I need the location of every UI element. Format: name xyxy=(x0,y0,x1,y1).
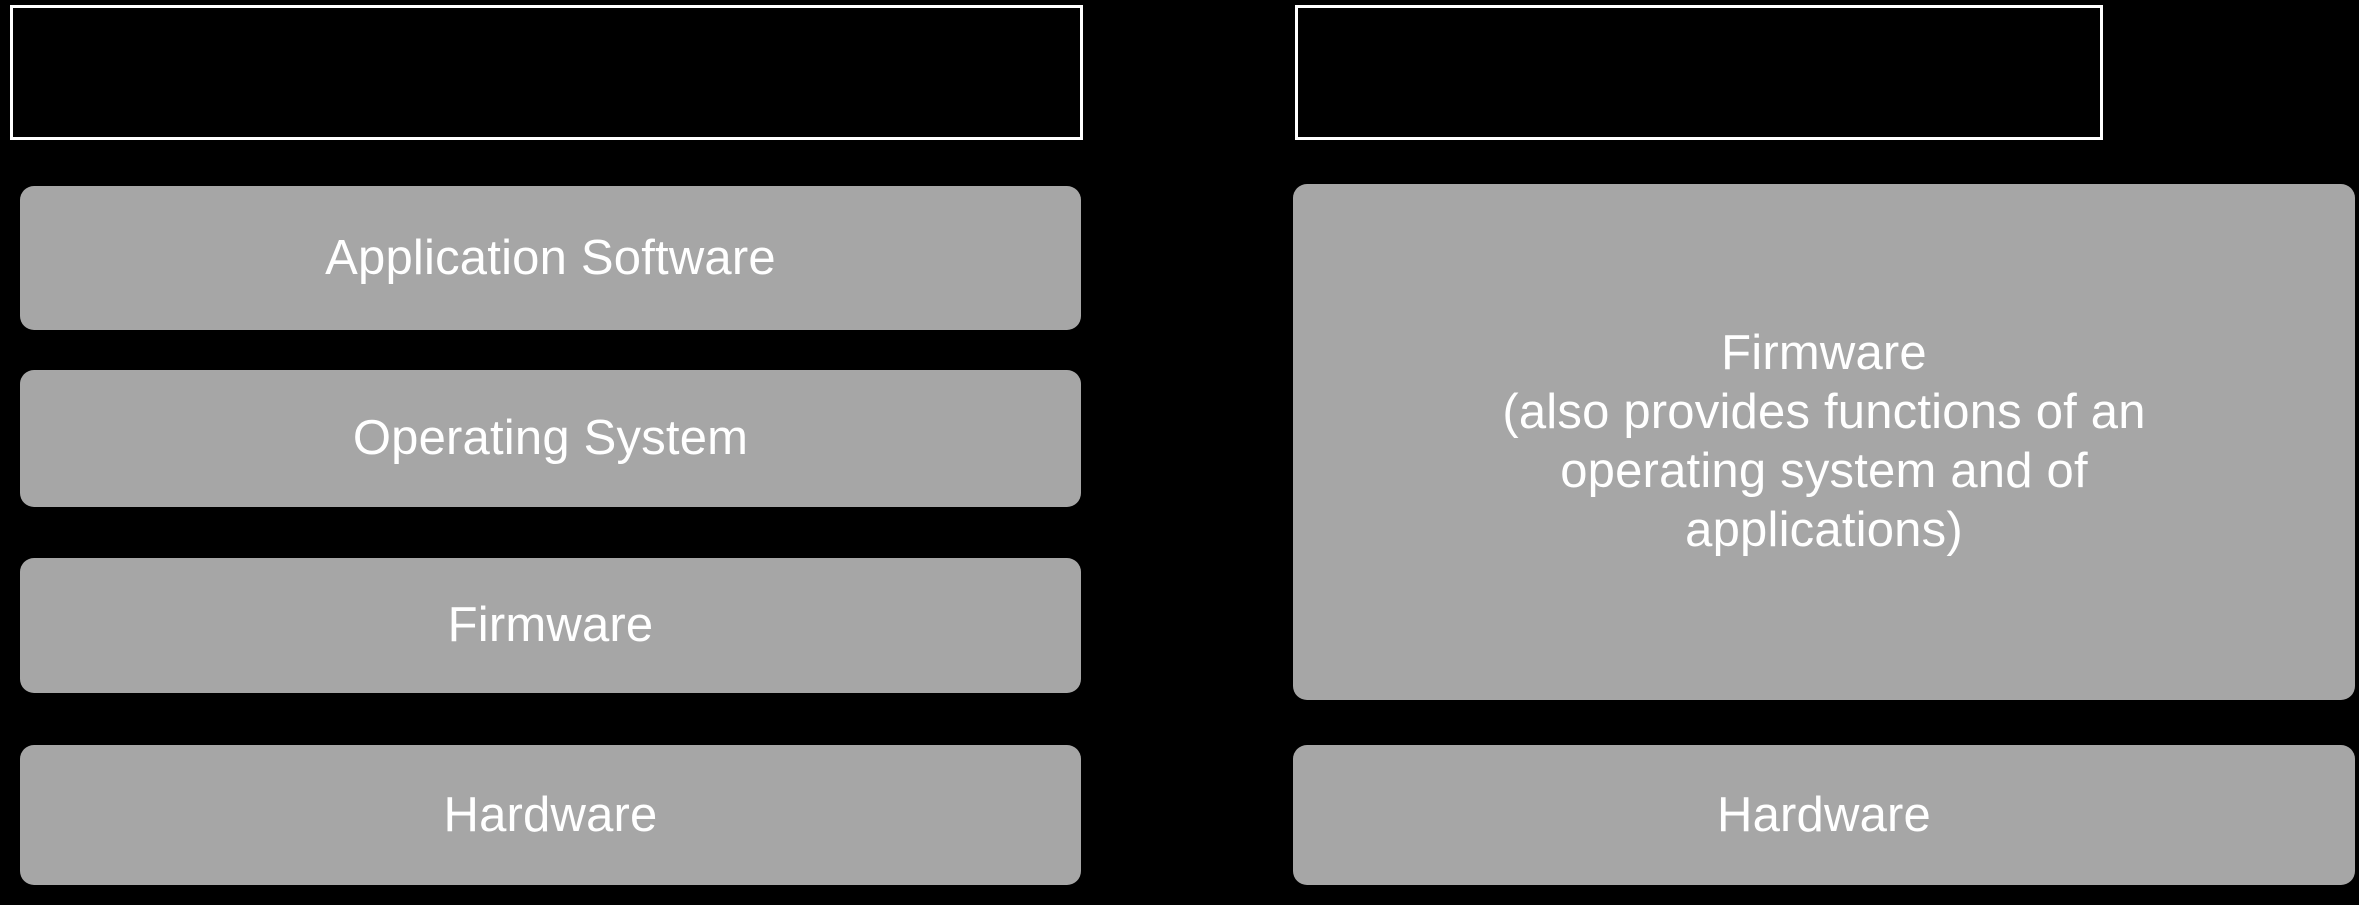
layer-label-hardware-right: Hardware xyxy=(1716,787,1931,842)
layer-box-operating-system[interactable]: Operating System xyxy=(20,370,1081,507)
right-column-header-label xyxy=(1298,5,1326,59)
layer-box-hardware-left[interactable]: Hardware xyxy=(20,745,1081,885)
layer-label-operating-system: Operating System xyxy=(352,411,749,465)
layer-label-hardware-left: Hardware xyxy=(443,787,658,842)
layer-label-application-software: Application Software xyxy=(325,230,776,285)
layer-label-firmware-left: Firmware xyxy=(447,598,654,652)
layer-box-application-software[interactable]: Application Software xyxy=(20,186,1081,330)
right-column-header-box xyxy=(1295,5,2103,140)
layer-label-firmware-right: Firmware (also provides functions of an … xyxy=(1502,326,2146,557)
layer-box-hardware-right[interactable]: Hardware xyxy=(1293,745,2355,885)
layer-box-firmware-left[interactable]: Firmware xyxy=(20,558,1081,693)
layer-box-firmware-right[interactable]: Firmware (also provides functions of an … xyxy=(1293,184,2355,700)
left-column-header-box xyxy=(10,5,1083,140)
left-column-header-label xyxy=(13,5,41,59)
